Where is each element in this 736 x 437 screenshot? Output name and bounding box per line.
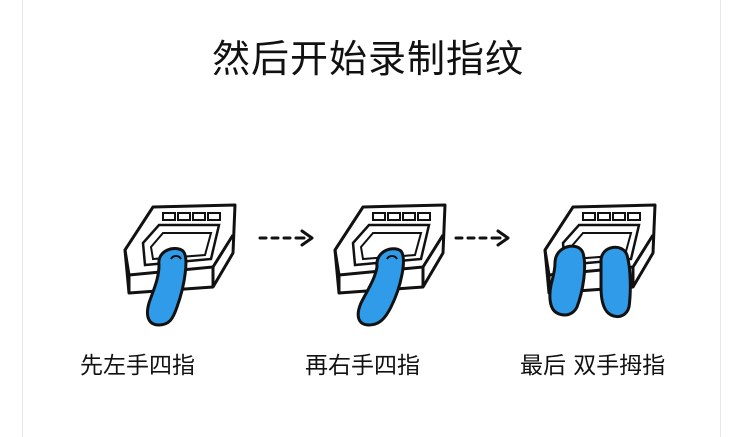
dashed-arrow-right-icon — [258, 229, 314, 247]
dashed-arrow-1 — [258, 228, 318, 248]
step-2-caption: 再右手四指 — [305, 353, 420, 379]
fingerprint-scanner-icon — [333, 203, 447, 327]
step-3-caption: 最后 双手拇指 — [520, 353, 666, 379]
page-border-right — [720, 0, 721, 437]
dashed-arrow-2 — [454, 228, 514, 248]
fingerprint-scanner-icon — [123, 203, 237, 327]
step-3-scanner — [535, 195, 685, 335]
step-2-scanner — [325, 195, 475, 335]
page-title: 然后开始录制指纹 — [211, 37, 524, 81]
step-1-scanner — [115, 195, 265, 335]
page-border-left — [22, 0, 23, 437]
step-1-caption: 先左手四指 — [80, 353, 195, 379]
fingerprint-scanner-icon — [543, 203, 657, 319]
dashed-arrow-right-icon — [454, 229, 510, 247]
